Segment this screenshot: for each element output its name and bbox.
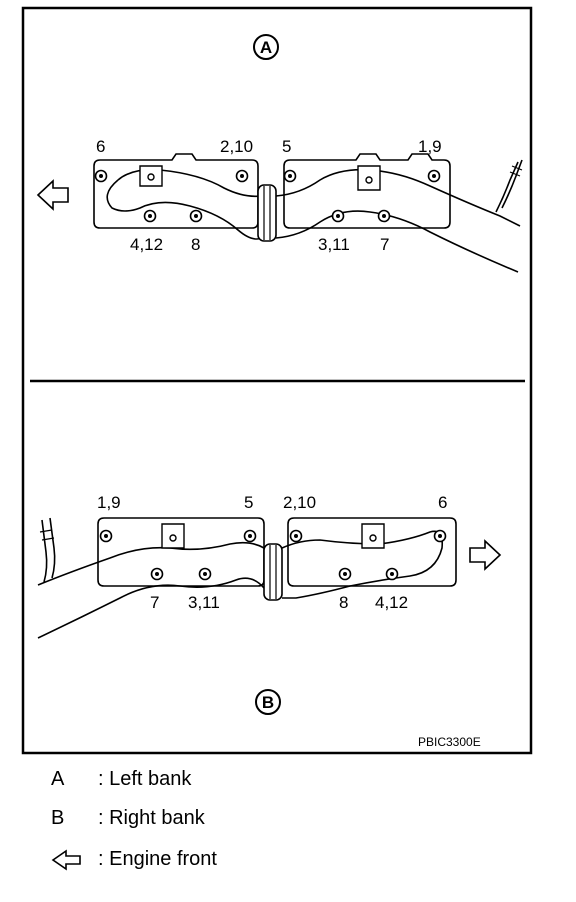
bolt-label: 8 [339, 593, 348, 612]
bolt-label: 4,12 [130, 235, 163, 254]
bolt-label: 5 [282, 137, 291, 156]
bolt-label: 1,9 [97, 493, 121, 512]
manifold-right-flange [281, 517, 457, 599]
panel-a: A [36, 34, 523, 273]
engine-front-arrow-icon [36, 179, 69, 211]
bolt-label: 5 [244, 493, 253, 512]
panel-b-marker: B [255, 689, 281, 715]
panel-b: 1,9 5 2,10 6 7 3,11 8 4,12 B [37, 493, 502, 715]
bolt-label: 3,11 [318, 235, 350, 254]
engine-front-arrow-icon [469, 539, 502, 571]
bolt-label: 6 [438, 493, 447, 512]
manifold-left-flange [93, 153, 263, 240]
manifold-joint [263, 543, 283, 601]
svg-text:A: A [260, 38, 272, 57]
figure-code: PBIC3300E [418, 735, 481, 749]
diagram-frame [21, 6, 533, 755]
bolt-label: 6 [96, 137, 105, 156]
svg-text:B: B [262, 693, 274, 712]
bolt-label: 4,12 [375, 593, 408, 612]
bolt-label: 2,10 [220, 137, 253, 156]
manifold-right-flange [275, 153, 523, 273]
panel-a-marker: A [253, 34, 279, 60]
bolt-label: 2,10 [283, 493, 316, 512]
bolt-label: 3,11 [188, 593, 220, 612]
bolt-label: 7 [380, 235, 389, 254]
bolt-label: 7 [150, 593, 159, 612]
manifold-left-flange [37, 517, 265, 639]
bolt-label: 1,9 [418, 137, 442, 156]
bolt-label: 8 [191, 235, 200, 254]
manifold-joint [257, 184, 277, 242]
